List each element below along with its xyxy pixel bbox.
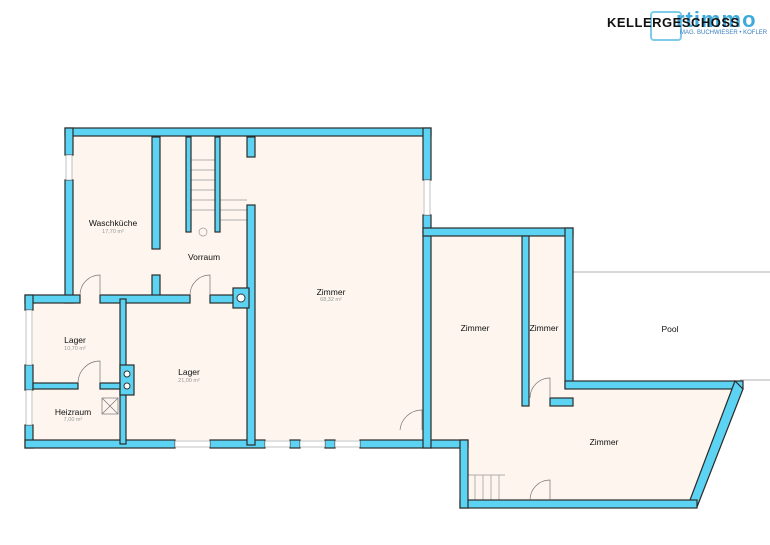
windows [25,154,431,448]
svg-text:Pool: Pool [661,324,678,334]
room-waschkueche: Waschküche 17,70 m² [89,218,138,235]
floor-right [430,236,735,500]
logo-icon [650,11,682,41]
room-heizraum: Heizraum 7,00 m² [55,407,91,423]
floor-left [33,135,423,440]
svg-text:21,00 m²: 21,00 m² [178,378,200,384]
svg-text:68,32 m²: 68,32 m² [320,297,342,303]
svg-text:Zimmer: Zimmer [317,287,346,297]
svg-text:Lager: Lager [178,367,200,377]
room-zimmer-large: Zimmer 68,32 m² [317,287,346,303]
floor-title: KELLERGESCHOSS [607,15,740,30]
room-zimmer-right: Zimmer [461,323,490,333]
doors [77,274,551,501]
svg-text:7,00 m²: 7,00 m² [64,417,83,423]
room-lager-large: Lager 21,00 m² [178,367,200,384]
pool-outline [573,271,770,381]
room-vorraum: Vorraum [188,252,220,262]
svg-text:Lager: Lager [64,335,86,345]
area-pool: Pool [661,324,678,334]
svg-text:Zimmer: Zimmer [590,437,619,447]
logo-subtitle: MAG. BUCHWIESER • KOFLER [680,30,768,36]
logo-text: rtimmo [676,7,757,32]
svg-text:Heizraum: Heizraum [55,407,91,417]
svg-text:10,70 m²: 10,70 m² [64,346,86,352]
room-zimmer-small: Zimmer [530,323,559,333]
room-zimmer-lower: Zimmer [590,437,619,447]
svg-text:Vorraum: Vorraum [188,252,220,262]
room-lager-small: Lager 10,70 m² [64,335,86,352]
svg-text:Waschküche: Waschküche [89,218,138,228]
svg-text:Zimmer: Zimmer [530,323,559,333]
svg-text:Zimmer: Zimmer [461,323,490,333]
walls [24,127,744,509]
svg-text:17,70 m²: 17,70 m² [102,229,124,235]
